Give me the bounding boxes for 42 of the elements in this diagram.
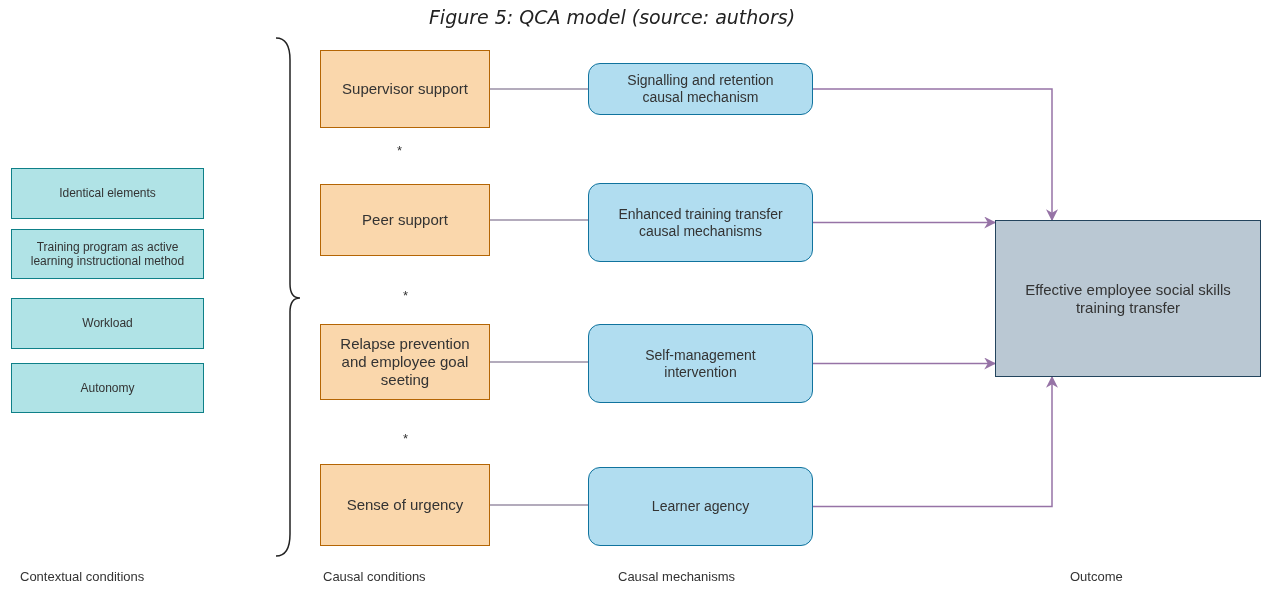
connector-line bbox=[489, 88, 589, 90]
mechanism-box bbox=[588, 467, 813, 546]
node-label: Autonomy bbox=[80, 380, 135, 396]
node-label: Identical elements bbox=[59, 186, 156, 201]
node-label: Training program as active learning instructional method bbox=[29, 239, 186, 269]
context-box bbox=[11, 298, 204, 349]
mechanism-box bbox=[588, 63, 813, 115]
column-label: Causal conditions bbox=[323, 569, 426, 584]
node-label: Enhanced training transfer causal mechanisms bbox=[617, 205, 784, 240]
context-box bbox=[11, 168, 204, 219]
connector-line bbox=[489, 504, 589, 506]
condition-box bbox=[320, 50, 490, 128]
context-box bbox=[11, 363, 204, 413]
node-label: Learner agency bbox=[651, 498, 750, 515]
column-label: Outcome bbox=[1070, 569, 1123, 584]
outcome-box bbox=[995, 220, 1261, 377]
arrow bbox=[812, 216, 997, 229]
connector-line bbox=[489, 219, 589, 221]
node-label: Sense of urgency bbox=[346, 496, 464, 514]
node-label: Effective employee social skills training transfer bbox=[1024, 280, 1232, 317]
connector-line bbox=[489, 361, 589, 363]
asterisk: * bbox=[403, 431, 409, 446]
arrow bbox=[812, 88, 1058, 222]
condition-box bbox=[320, 324, 490, 400]
condition-box bbox=[320, 184, 490, 256]
mechanism-box bbox=[588, 324, 813, 403]
column-label: Causal mechanisms bbox=[618, 569, 736, 584]
asterisk: * bbox=[397, 143, 403, 158]
condition-box bbox=[320, 464, 490, 546]
mechanism-box bbox=[588, 183, 813, 262]
node-label: Signalling and retention causal mechanism bbox=[626, 72, 775, 106]
context-box bbox=[11, 229, 204, 279]
arrow bbox=[812, 357, 997, 370]
node-label: Relapse prevention and employee goal seeting bbox=[339, 335, 471, 389]
arrow bbox=[812, 375, 1058, 508]
node-label: Supervisor support bbox=[342, 80, 468, 98]
column-label: Contextual conditions bbox=[20, 569, 145, 584]
node-label: Workload bbox=[82, 316, 133, 331]
figure-title: Figure 5: QCA model (source: authors) bbox=[428, 6, 796, 28]
node-label: Peer support bbox=[362, 211, 448, 229]
node-label: Self-management intervention bbox=[644, 346, 757, 381]
asterisk: * bbox=[403, 288, 409, 303]
